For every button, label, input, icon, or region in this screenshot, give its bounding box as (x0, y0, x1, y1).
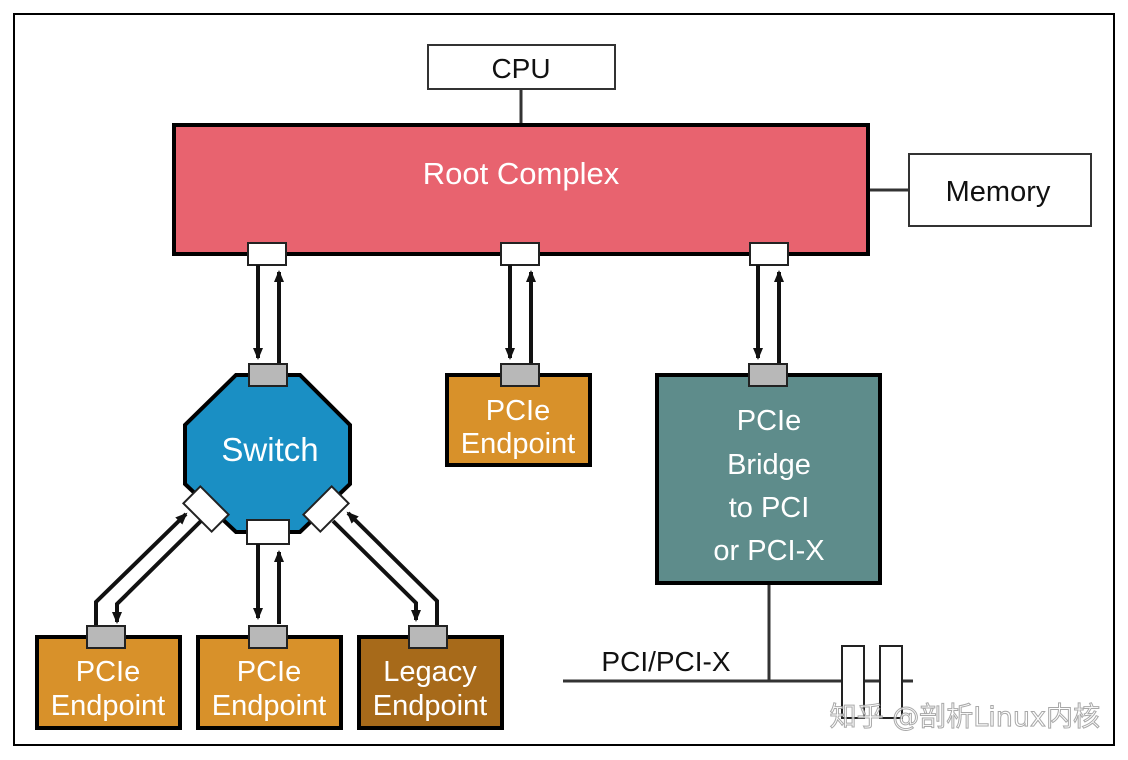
bridge-label-3: to PCI (729, 492, 810, 524)
switch-down-port-left (181, 484, 231, 534)
memory-box (908, 153, 1092, 227)
rc-port-left (247, 242, 287, 266)
pci-slot-2 (879, 645, 903, 719)
link-switch-left-up (112, 519, 203, 624)
legacy-endpoint-port (408, 625, 448, 649)
pcie-endpoint-left-box (35, 635, 182, 730)
cpu-box (427, 44, 616, 90)
legacy-endpoint-label-1: Legacy (383, 656, 477, 688)
switch-octagon (183, 373, 352, 534)
legacy-endpoint-label-2: Endpoint (373, 690, 488, 722)
switch-label: Switch (221, 431, 318, 468)
switch-down-port-right (301, 484, 351, 534)
link-switch-left-down (94, 512, 188, 626)
pci-bus-label: PCI/PCI-X (601, 646, 730, 677)
link-switch-legacy-down (331, 519, 421, 622)
legacy-endpoint-box (357, 635, 504, 730)
pcie-endpoint-center-box (445, 373, 592, 467)
pcie-endpoint-center-port (500, 363, 540, 387)
pcie-endpoint-left-port (86, 625, 126, 649)
switch-upstream-port (248, 363, 288, 387)
pcie-endpoint-left-label-2: Endpoint (51, 690, 166, 722)
pcie-endpoint-mid-box (196, 635, 343, 730)
pcie-endpoint-mid-label-1: PCIe (237, 656, 301, 688)
root-complex-box (172, 123, 870, 256)
cpu-label: CPU (491, 53, 550, 84)
pcie-endpoint-center-label-2: Endpoint (461, 428, 576, 460)
bridge-label-2: Bridge (727, 449, 811, 481)
pcie-endpoint-mid-label-2: Endpoint (212, 690, 327, 722)
pci-slot-1 (841, 645, 865, 719)
pcie-endpoint-center-label-1: PCIe (486, 395, 550, 427)
rc-port-center (500, 242, 540, 266)
root-complex-label: Root Complex (423, 156, 620, 191)
bridge-port (748, 363, 788, 387)
bridge-label-1: PCIe (737, 405, 801, 437)
memory-label: Memory (946, 176, 1051, 208)
bridge-label-4: or PCI-X (713, 535, 824, 567)
pcie-endpoint-mid-port (248, 625, 288, 649)
switch-down-port-center (246, 519, 290, 545)
rc-port-right (749, 242, 789, 266)
watermark-text: 知乎 @剖析Linux内核 (830, 702, 1100, 733)
link-switch-legacy-up (346, 511, 439, 626)
pcie-endpoint-left-label-1: PCIe (76, 656, 140, 688)
